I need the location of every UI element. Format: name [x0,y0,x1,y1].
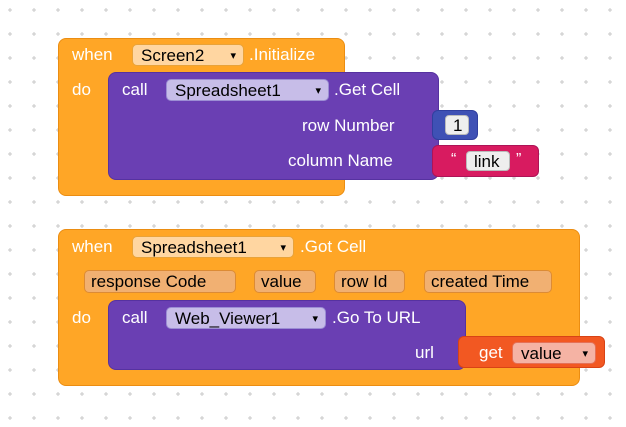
method-name: .Go To URL [332,308,421,327]
call-label: call [122,308,148,327]
component-dropdown-screen2[interactable]: Screen2 ▾ [132,44,244,66]
get-label: get [479,343,503,362]
variable-name: value [521,344,562,363]
component-name: Spreadsheet1 [175,81,281,100]
param-row-id[interactable]: row Id [334,270,405,293]
number-field[interactable]: 1 [445,115,469,135]
component-name: Spreadsheet1 [141,238,247,257]
do-label: do [72,80,91,99]
open-quote: “ [451,151,457,168]
param-value[interactable]: value [254,270,316,293]
component-dropdown-spreadsheet1[interactable]: Spreadsheet1 ▾ [132,236,294,258]
component-name: Web_Viewer1 [175,309,281,328]
close-quote: ” [516,151,522,168]
event-name: .Initialize [249,45,316,64]
when-label: when [72,237,113,256]
chevron-down-icon: ▾ [230,50,236,62]
call-label: call [122,80,148,99]
when-label: when [72,45,113,64]
column-name-label: column Name [288,151,393,170]
do-label: do [72,308,91,327]
component-name: Screen2 [141,46,205,65]
component-dropdown-spreadsheet1[interactable]: Spreadsheet1 ▾ [166,79,329,101]
url-label: url [415,343,434,362]
row-number-label: row Number [302,116,395,135]
component-dropdown-webviewer1[interactable]: Web_Viewer1 ▾ [166,307,326,329]
chevron-down-icon: ▾ [582,348,588,360]
param-response-code[interactable]: response Code [84,270,236,293]
variable-dropdown-value[interactable]: value ▾ [512,342,596,364]
chevron-down-icon: ▾ [315,85,321,97]
chevron-down-icon: ▾ [312,313,318,325]
event-name: .Got Cell [300,237,367,256]
text-field[interactable]: link [466,151,510,171]
param-created-time[interactable]: created Time [424,270,552,293]
method-name: .Get Cell [334,80,401,99]
chevron-down-icon: ▾ [280,242,286,254]
